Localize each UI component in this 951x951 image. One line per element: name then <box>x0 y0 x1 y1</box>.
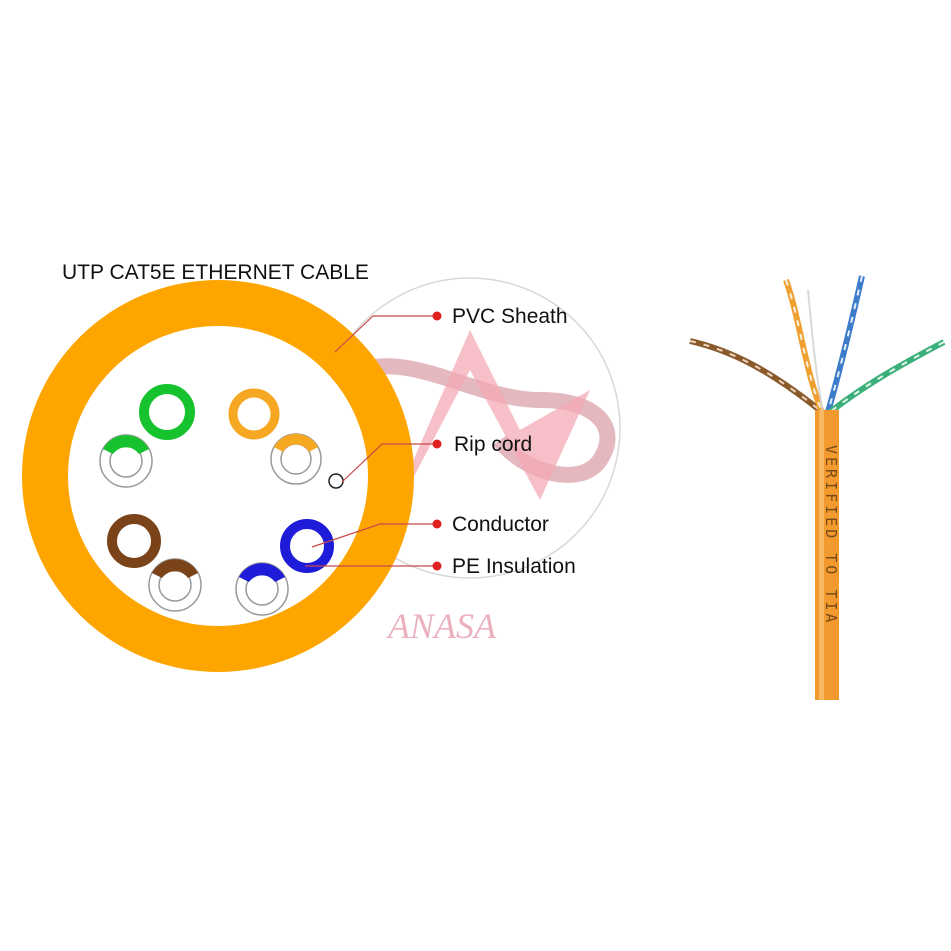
dot-pvc-sheath <box>432 311 442 321</box>
wire-solid-blue <box>280 519 334 573</box>
cable-jacket-highlight <box>819 410 824 700</box>
label-rip-cord: Rip cord <box>454 433 532 456</box>
twisted-pair-orange-stripe <box>785 279 823 413</box>
wire-stripe-brown-band <box>152 559 198 578</box>
leader-pvc-sheath <box>334 315 436 353</box>
twisted-pair-green <box>828 339 946 415</box>
twisted-pair-green-stripe <box>829 341 945 413</box>
wire-stripe-blue-band <box>239 563 285 582</box>
dot-rip-cord <box>432 439 442 449</box>
label-conductor: Conductor <box>452 513 549 536</box>
wire-solid-green <box>139 384 195 440</box>
watermark-text: ANASA <box>386 606 497 646</box>
rip-cord <box>328 473 344 489</box>
wire-solid-orange <box>228 388 280 440</box>
brown-pair <box>107 514 202 612</box>
watermark-swoosh <box>335 358 616 483</box>
leader-conductor <box>311 523 436 548</box>
dot-conductor <box>432 519 442 529</box>
green-pair <box>99 384 195 488</box>
rip-thread <box>807 289 824 413</box>
wire-stripe-green-band <box>103 435 149 454</box>
twisted-pair-blue-stripe <box>827 275 863 413</box>
watermark: ANASA <box>319 277 621 646</box>
orange-pair <box>228 388 322 485</box>
watermark-logo-mark <box>370 330 590 560</box>
label-pe-insulation: PE Insulation <box>452 555 576 578</box>
blue-pair <box>235 519 334 616</box>
twisted-pair-brown-stripe <box>689 340 823 413</box>
cable-cross-section <box>22 280 414 672</box>
cable-print: VERIFIED TO TIA <box>822 445 840 625</box>
wire-solid-brown <box>107 514 161 568</box>
cable-illustration: VERIFIED TO TIA <box>689 275 946 700</box>
diagram-title: UTP CAT5E ETHERNET CABLE <box>62 261 369 284</box>
callouts <box>305 315 436 567</box>
label-pvc-sheath: PVC Sheath <box>452 305 568 328</box>
leader-rip-cord <box>341 443 436 483</box>
dot-pe-insulation <box>432 561 442 571</box>
callout-dots <box>432 311 442 571</box>
wire-stripe-orange-band <box>274 433 318 452</box>
